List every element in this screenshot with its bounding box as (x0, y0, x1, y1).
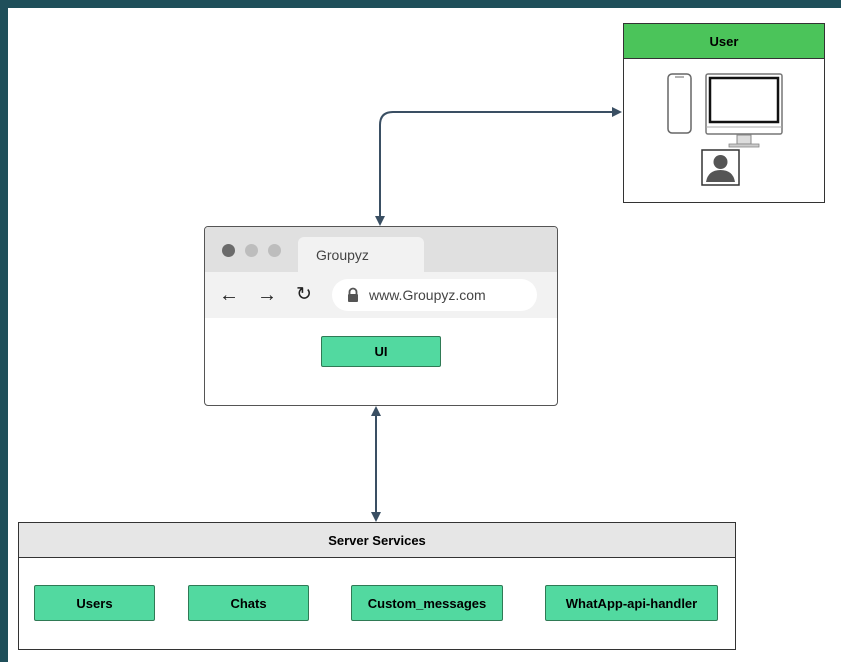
service-custom-messages: Custom_messages (351, 585, 503, 621)
forward-arrow-icon: → (257, 284, 277, 306)
reload-icon: ↻ (296, 284, 312, 305)
window-minimize-dot (245, 244, 258, 257)
browser-user-connector (375, 107, 622, 226)
server-services-box: Server Services Users Chats Custom_messa… (18, 522, 736, 650)
browser-tab-bar: Groupyz (205, 227, 557, 273)
user-box-title: User (624, 24, 824, 59)
window-maximize-dot (268, 244, 281, 257)
service-whatsapp-api-handler: WhatApp-api-handler (545, 585, 718, 621)
phone-icon (667, 73, 692, 134)
browser-tab: Groupyz (298, 237, 424, 273)
browser-window: Groupyz ← → ↻ www.Groupyz.com UI (204, 226, 558, 406)
ui-component: UI (321, 336, 441, 367)
user-box: User (623, 23, 825, 203)
server-services-title: Server Services (19, 523, 735, 558)
user-devices (667, 73, 783, 186)
person-icon (701, 149, 740, 186)
address-url: www.Groupyz.com (369, 287, 486, 303)
service-chats: Chats (188, 585, 309, 621)
browser-nav-bar: ← → ↻ www.Groupyz.com (205, 272, 557, 318)
diagram-canvas: User (8, 8, 841, 662)
browser-tab-title: Groupyz (316, 247, 369, 263)
monitor-icon (705, 73, 783, 148)
service-users: Users (34, 585, 155, 621)
connector-layer (371, 107, 622, 522)
lock-icon (348, 287, 358, 302)
address-bar: www.Groupyz.com (332, 279, 537, 311)
window-close-dot (222, 244, 235, 257)
back-arrow-icon: ← (219, 284, 239, 306)
